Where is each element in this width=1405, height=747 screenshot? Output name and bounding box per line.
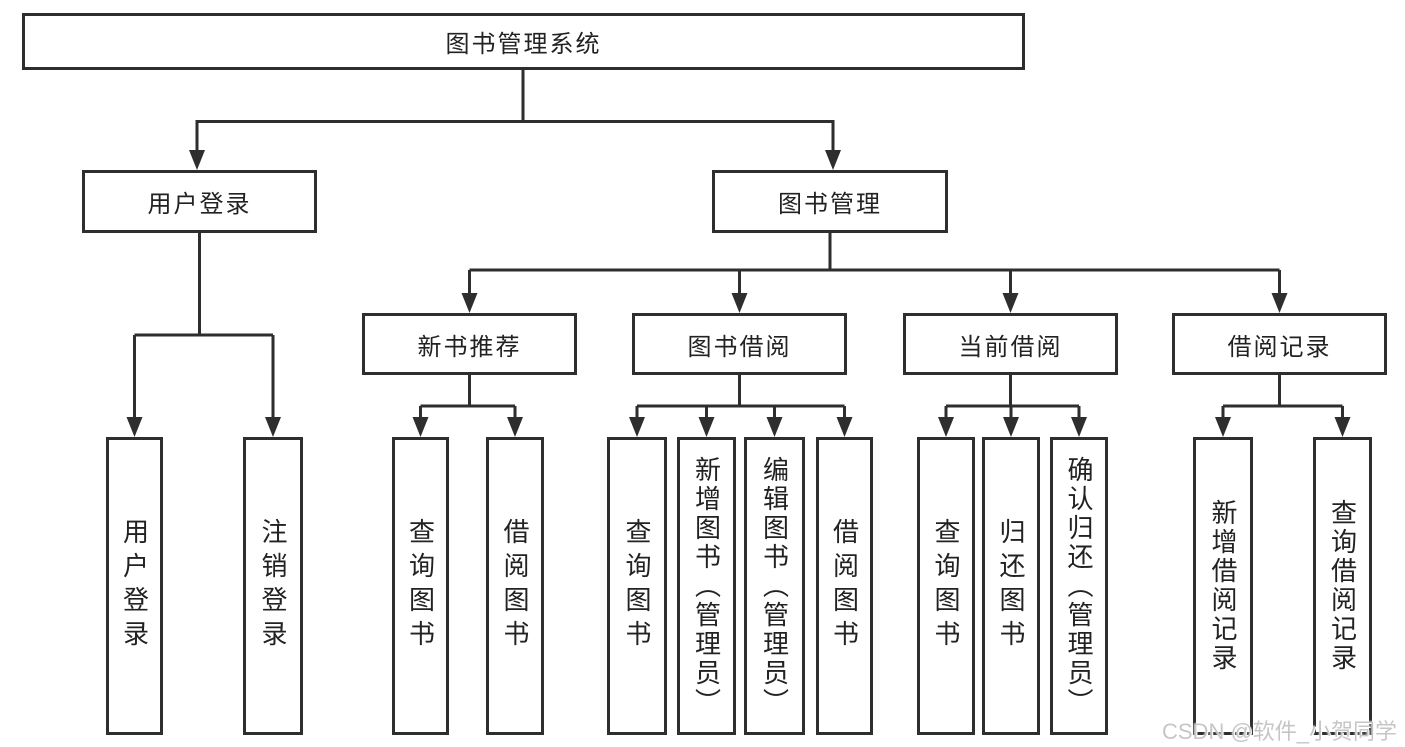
- leaf-add-books-admin: 新增图书（管理员）: [677, 437, 736, 735]
- node-label: 当前借阅: [958, 333, 1063, 361]
- leaf-label: 归还图书: [996, 518, 1026, 654]
- node-book-management: 图书管理: [712, 170, 948, 233]
- leaf-query-borrow-record: 查询借阅记录: [1313, 437, 1372, 735]
- node-label: 借阅记录: [1227, 333, 1332, 361]
- leaf-label: 编辑图书（管理员）: [759, 455, 790, 717]
- leaf-label: 确认归还（管理员）: [1064, 455, 1094, 717]
- leaf-label: 用户登录: [119, 518, 150, 654]
- leaf-confirm-return-admin: 确认归还（管理员）: [1050, 437, 1108, 735]
- leaf-borrow-books: 借阅图书: [486, 437, 544, 735]
- node-borrow-records: 借阅记录: [1172, 313, 1387, 375]
- node-label: 用户登录: [147, 191, 252, 218]
- leaf-query-books: 查询图书: [917, 437, 975, 735]
- node-book-borrow: 图书借阅: [632, 313, 847, 375]
- node-label: 图书管理: [778, 191, 882, 218]
- leaf-query-books: 查询图书: [607, 437, 667, 735]
- leaf-logout: 注销登录: [243, 437, 303, 735]
- leaf-label: 注销登录: [258, 518, 288, 654]
- leaf-query-books: 查询图书: [392, 437, 449, 735]
- leaf-borrow-books: 借阅图书: [816, 437, 873, 735]
- leaf-user-login: 用户登录: [106, 437, 163, 735]
- node-new-book-recommend: 新书推荐: [362, 313, 577, 375]
- node-label: 图书管理系统: [445, 31, 602, 58]
- leaf-label: 新增借阅记录: [1208, 499, 1238, 673]
- leaf-return-books: 归还图书: [982, 437, 1040, 735]
- leaf-add-borrow-record: 新增借阅记录: [1193, 437, 1253, 735]
- csdn-watermark: CSDN @软件_小贺同学: [1162, 719, 1398, 744]
- leaf-label: 查询图书: [931, 518, 961, 654]
- leaf-label: 新增图书（管理员）: [691, 455, 722, 717]
- leaf-label: 借阅图书: [829, 518, 860, 654]
- node-label: 新书推荐: [417, 333, 522, 361]
- leaf-edit-books-admin: 编辑图书（管理员）: [744, 437, 805, 735]
- leaf-label: 查询借阅记录: [1327, 499, 1358, 673]
- leaf-label: 查询图书: [405, 518, 436, 654]
- node-user-login: 用户登录: [82, 170, 317, 233]
- node-library-management-system: 图书管理系统: [22, 13, 1025, 70]
- leaf-label: 借阅图书: [500, 518, 530, 654]
- node-current-borrow: 当前借阅: [903, 313, 1118, 375]
- leaf-label: 查询图书: [622, 518, 652, 654]
- node-label: 图书借阅: [687, 333, 792, 361]
